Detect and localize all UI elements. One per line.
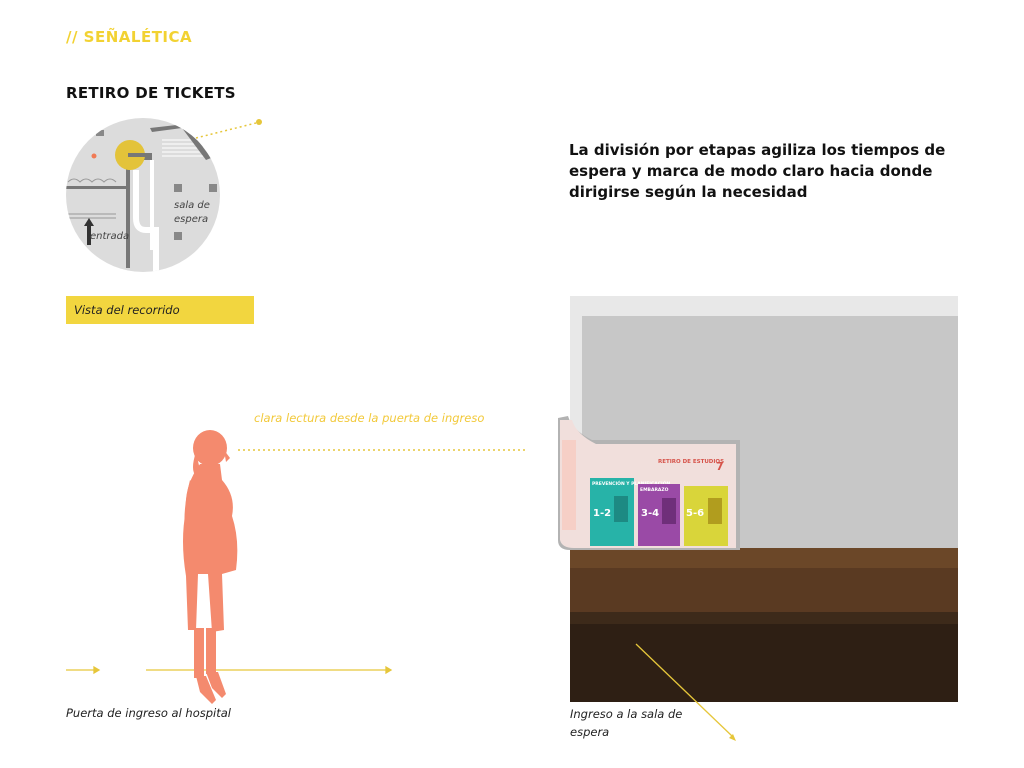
panel-embarazo: EMBARAZO 3-4 [638, 484, 680, 546]
reading-note: clara lectura desde la puerta de ingreso [254, 411, 485, 425]
sign-title: RETIRO DE ESTUDIOS [658, 459, 724, 465]
entrance-caption: Puerta de ingreso al hospital [66, 706, 231, 720]
waiting-room-label-1: sala de [174, 200, 210, 211]
page-title: RETIRO DE TICKETS [66, 84, 236, 102]
arrow-head-icon [729, 734, 736, 741]
person-silhouette [183, 430, 238, 704]
entrance-label: entrada [90, 231, 129, 242]
panel-prevencion: PREVENCIÓN Y PLANIFICACIÓN 1-2 [590, 478, 671, 546]
panel-third: 5-6 [684, 486, 728, 546]
caption-box: Vista del recorrido [66, 296, 254, 324]
panel-2-name: EMBARAZO [640, 487, 669, 493]
sign-number: 7 [716, 460, 724, 473]
caption-text: Vista del recorrido [74, 303, 180, 317]
waiting-room-label-2: espera [174, 214, 208, 225]
headline: La división por etapas agiliza los tiemp… [569, 141, 946, 201]
reception-counter: RETIRO DE ESTUDIOS 7 PREVENCIÓN Y PLANIF… [558, 296, 958, 702]
waiting-room-caption: Ingreso a la sala de espera [570, 707, 683, 739]
route-map: sala de espera entrada [66, 118, 220, 272]
panel-3-range: 5-6 [686, 508, 704, 519]
panel-1-range: 1-2 [593, 508, 611, 519]
connector-dot-icon [256, 119, 262, 125]
panel-2-range: 3-4 [641, 508, 659, 519]
panel-1-name: PREVENCIÓN Y PLANIFICACIÓN [592, 480, 671, 487]
section-tag: // SEÑALÉTICA [66, 28, 193, 46]
entrance-arrows [66, 665, 393, 675]
